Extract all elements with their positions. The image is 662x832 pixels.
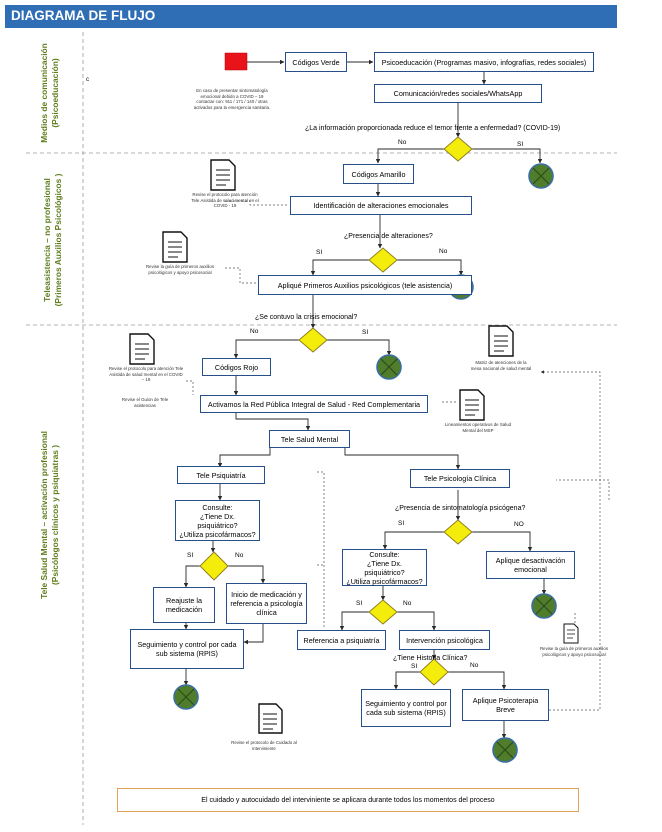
note-cuidado-interviniente: Revise el protocolo de Cuidado al interv…: [231, 740, 297, 751]
box-intervencion: Intervención psicológica: [399, 630, 490, 650]
box-consulte-2: Consulte: ¿Tiene Dx. psiquiátrico? ¿Util…: [342, 549, 427, 586]
note-protocolo-teleasistida: Revise el protocolo para atención Tele A…: [191, 192, 259, 209]
decision-diamond-6: [368, 599, 398, 625]
document-icon-3: [129, 333, 155, 365]
document-icons: [129, 159, 579, 734]
label-si: SI: [187, 552, 194, 559]
decision-diamond-3: [298, 327, 328, 353]
box-consulte-1: Consulte: ¿Tiene Dx. psiquiátrico? ¿Util…: [175, 500, 260, 541]
document-icon-6: [563, 623, 579, 644]
page-title: DIAGRAMA DE FLUJO: [11, 8, 156, 23]
end-node-6: [492, 737, 518, 763]
box-aplique-psicoterapia: Aplique Psicoterapia Breve: [462, 689, 549, 721]
box-codigos-verde: Códigos Verde: [285, 52, 347, 72]
box-tele-salud-mental: Tele Salud Mental: [269, 430, 350, 448]
label-si: SI: [398, 520, 405, 527]
box-seguimiento-1: Seguimiento y control por cada sub siste…: [130, 629, 244, 669]
document-icon-2: [162, 231, 188, 263]
question-contuvo-crisis: ¿Se contuvo la crisis emocional?: [255, 314, 358, 321]
document-icon-1: [210, 159, 236, 191]
end-node-1: [528, 163, 554, 189]
box-reajuste: Reajuste la medicación: [153, 587, 215, 623]
note-guia-primeros-auxilios: Revise la guía de primeros auxilios psic…: [145, 264, 215, 275]
box-psicoeducacion: Psicoeducación (Programas masivo, infogr…: [374, 52, 594, 72]
decision-diamond-1: [443, 136, 473, 162]
decision-diamond-5: [443, 519, 473, 545]
label-si: SI: [411, 663, 418, 670]
question-presencia-alteraciones: ¿Presencia de alteraciones?: [344, 233, 433, 240]
label-si: SI: [356, 600, 363, 607]
decision-diamond-2: [368, 247, 398, 273]
start-node: [224, 52, 248, 71]
label-si: SI: [362, 329, 369, 336]
box-inicio-medicacion: Inicio de medicación y referencia a psic…: [226, 583, 307, 624]
note-lineamientos-operativos: Lineamientos operativos de Salud Mental …: [444, 422, 512, 433]
label-si: SI: [316, 249, 323, 256]
label-no: No: [250, 328, 259, 335]
note-matriz-atenciones: Matriz de atenciones de la mesa nacional…: [470, 360, 532, 371]
note-contactar-emergencia: En caso de presentar sintomatología emoc…: [193, 88, 271, 110]
decision-diamond-7: [419, 658, 449, 686]
label-no: No: [398, 139, 407, 146]
label-no-upper: NO: [514, 521, 524, 528]
question-sintomatologia: ¿Presencia de sintomatología psicógena?: [395, 505, 526, 512]
end-node-4: [173, 684, 199, 710]
section-dividers: [26, 32, 617, 825]
box-aplique-desactivacion: Aplique desactivación emocional: [486, 551, 575, 579]
document-icon-5: [459, 389, 485, 421]
connectors: [183, 59, 547, 739]
decision-diamonds: [199, 136, 473, 686]
label-si: SI: [517, 141, 524, 148]
label-no: No: [439, 248, 448, 255]
question-historia-clinica: ¿Tiene Historia Clínica?: [393, 655, 468, 662]
decision-diamond-4: [199, 551, 229, 581]
end-node-5: [531, 593, 557, 619]
note-guion-teleasistencias: Revise el Guion de Tele asistencias: [121, 397, 169, 408]
box-tele-psiquiatria: Tele Psiquiatría: [177, 466, 265, 484]
footer-autocuidado: El cuidado y autocuidado del intervinien…: [117, 788, 579, 812]
label-no: No: [235, 552, 244, 559]
note-guia-primeros-auxilios-2: Revise la guía de primeros auxilios psic…: [539, 646, 609, 657]
box-seguimiento-2: Seguimiento y control por cada sub siste…: [361, 689, 451, 727]
label-no: No: [470, 662, 479, 669]
question-reduce-temor: ¿La información proporcionada reduce el …: [305, 125, 561, 132]
box-comunicacion: Comunicación/redes sociales/WhatsApp: [374, 84, 542, 103]
box-codigos-amarillo: Códigos Amarillo: [343, 164, 414, 184]
document-icon-4: [488, 325, 514, 357]
document-icon-7: [258, 703, 283, 734]
stray-mark: c: [86, 77, 89, 83]
box-activamos: Activamos la Red Pública Integral de Sal…: [200, 395, 428, 413]
box-tele-psicologia: Tele Psicología Clínica: [410, 469, 510, 488]
end-node-3: [376, 354, 402, 380]
title-bar: DIAGRAMA DE FLUJO: [5, 5, 617, 28]
note-protocolo-teleasistida-2: Revise el protocolo para atención Tele A…: [108, 366, 184, 383]
box-codigos-rojo: Códigos Rojo: [202, 358, 271, 376]
box-identificacion: Identificación de alteraciones emocional…: [290, 196, 472, 215]
box-aplique-pap: Apliqué Primeros Auxilios psicológicos (…: [258, 275, 472, 295]
box-referencia-psiquiatria: Referencia a psiquiatría: [297, 630, 386, 650]
label-no: No: [403, 600, 412, 607]
